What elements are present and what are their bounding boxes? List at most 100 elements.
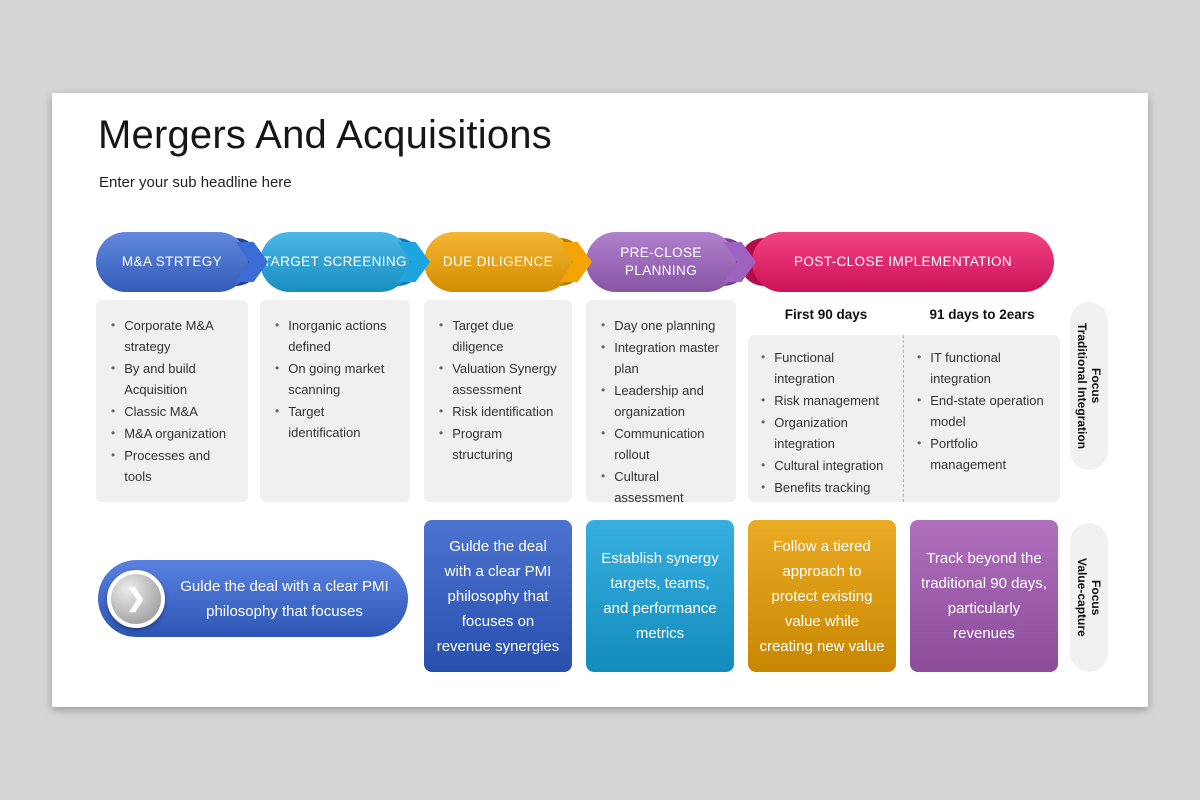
stage3-bullet-list: •Target due diligence •Valuation Synergy…: [439, 315, 562, 465]
bullet-icon: •: [917, 436, 922, 450]
bullet-item: • Classic M&A: [111, 401, 238, 422]
bullet-item: • Leadership and organization: [601, 380, 726, 422]
page-subtitle: Enter your sub headline here: [99, 174, 292, 191]
stage2-bullet-list: • Inorganic actions defined • On going mar…: [275, 315, 400, 443]
page-title: Mergers And Acquisitions: [98, 113, 552, 157]
bullet-text: IT functional integration: [930, 350, 1001, 386]
bullet-icon: •: [275, 318, 280, 332]
phase2-bullet-list: •IT functional integration •End-state op…: [917, 347, 1054, 475]
bullet-text: Organization integration: [774, 415, 848, 451]
phase2-title: 91 days to 2ears: [929, 307, 1035, 322]
stage4-detail-box: •Day one planning •Integration master pl…: [586, 300, 736, 505]
bullet-item: •Day one planning: [601, 315, 726, 336]
pmi-callout-pill: ❯ Gulde the deal with a clear PMI philos…: [98, 560, 408, 637]
bullet-icon: •: [761, 480, 766, 494]
bullet-item: • Communication rollout: [601, 423, 726, 465]
bullet-item: • Inorganic actions defined: [275, 315, 400, 357]
bullet-text: Communication rollout: [614, 426, 705, 462]
bullet-text: Functional integration: [774, 350, 835, 386]
bullet-item: • Risk identification: [439, 401, 562, 422]
value-box-track-beyond: Track beyond the traditional 90 days, pa…: [910, 520, 1058, 672]
bullet-item: •IT functional integration: [917, 347, 1054, 389]
stage3-header-label: DUE DILIGENCE: [442, 253, 554, 269]
bullet-icon: •: [761, 393, 766, 407]
stage5-detail-box: • Functional integration • Risk management…: [748, 335, 1060, 502]
bullet-text: Risk identification: [452, 404, 554, 419]
stage1-header-label: M&A STRTEGY: [121, 253, 223, 269]
phase1-bullet-list: • Functional integration • Risk management…: [761, 347, 897, 498]
value-box-text: Track beyond the traditional 90 days, pa…: [921, 550, 1047, 642]
bullet-icon: •: [439, 404, 444, 418]
bullet-text: Corporate M&A strategy: [124, 318, 214, 354]
bullet-item: •Cultural integration: [761, 455, 897, 476]
bullet-item: •M&A organization: [111, 423, 238, 444]
bullet-icon: •: [111, 448, 116, 462]
bullet-text: Leadership and organization: [614, 383, 704, 419]
bullet-text: Classic M&A: [124, 404, 198, 419]
bullet-item: •Target due diligence: [439, 315, 562, 357]
side-label-text: Traditional Integration Focus: [1075, 323, 1103, 449]
phase2-column: •IT functional integration •End-state op…: [904, 335, 1060, 502]
bullet-icon: •: [439, 361, 444, 375]
bullet-icon: •: [601, 426, 606, 440]
bullet-icon: •: [275, 404, 280, 418]
bullet-icon: •: [761, 350, 766, 364]
side-label-traditional-integration: Traditional Integration Focus: [1070, 302, 1108, 470]
bullet-text: Target identification: [288, 404, 361, 440]
bullet-text: Risk management: [774, 393, 879, 408]
value-box-pmi-philosophy: Gulde the deal with a clear PMI philosop…: [424, 520, 572, 672]
post-close-phase-headers: First 90 days 91 days to 2ears: [748, 307, 1060, 331]
stage3-detail-box: •Target due diligence •Valuation Synergy…: [424, 300, 572, 502]
bullet-icon: •: [917, 393, 922, 407]
bullet-item: • End-state operation model: [917, 390, 1054, 432]
value-box-text: Follow a tiered approach to protect exis…: [759, 537, 885, 655]
bullet-icon: •: [439, 426, 444, 440]
bullet-icon: •: [111, 361, 116, 375]
bullet-item: • Portfolio management: [917, 433, 1054, 475]
bullet-text: Inorganic actions defined: [288, 318, 387, 354]
stage4-header-label: PRE-CLOSE PLANNING: [620, 244, 702, 278]
chevron-right-icon: ❯: [107, 569, 165, 628]
bullet-icon: •: [601, 340, 606, 354]
bullet-item: •Cultural assessment: [601, 466, 726, 508]
bullet-item: • Integration master plan: [601, 337, 726, 379]
bullet-item: • On going market scanning: [275, 358, 400, 400]
side-label-line: Traditional Integration: [1075, 322, 1089, 449]
side-label-text: Value-capture Focus: [1075, 558, 1103, 637]
stage1-detail-box: • Corporate M&A strategy • By and build Ac…: [96, 300, 248, 502]
stage5-header-pill: POST-CLOSE IMPLEMENTATION: [752, 232, 1054, 292]
value-box-tiered-approach: Follow a tiered approach to protect exis…: [748, 520, 896, 672]
side-label-line: Value-capture: [1075, 558, 1089, 637]
stage4-header-pill: PRE-CLOSE PLANNING: [586, 232, 736, 292]
stage3-header-pill: DUE DILIGENCE: [424, 232, 572, 292]
bullet-icon: •: [761, 415, 766, 429]
stage2-header-label: TARGET SCREENING: [263, 253, 407, 269]
bullet-item: • Organization integration: [761, 412, 897, 454]
bullet-text: Program structuring: [452, 426, 513, 462]
side-label-value-capture: Value-capture Focus: [1070, 523, 1108, 672]
slide: Mergers And Acquisitions Enter your sub …: [52, 93, 1148, 707]
bullet-icon: •: [111, 318, 116, 332]
stage2-detail-box: • Inorganic actions defined • On going mar…: [260, 300, 410, 502]
bullet-icon: •: [111, 404, 116, 418]
bullet-text: Day one planning: [614, 318, 716, 333]
bullet-item: • Benefits tracking: [761, 477, 897, 498]
stage1-bullet-list: • Corporate M&A strategy • By and build Ac…: [111, 315, 238, 487]
phase1-column: • Functional integration • Risk management…: [748, 335, 904, 502]
bullet-icon: •: [275, 361, 280, 375]
bullet-text: Cultural integration: [774, 458, 884, 473]
callout-text: Gulde the deal with a clear PMI philosop…: [180, 577, 389, 620]
side-label-line: Focus: [1089, 579, 1103, 616]
bullet-text: Integration master plan: [614, 340, 719, 376]
value-box-text: Gulde the deal with a clear PMI philosop…: [436, 537, 560, 655]
bullet-item: • Program structuring: [439, 423, 562, 465]
bullet-text: By and build Acquisition: [124, 361, 196, 397]
phase1-title: First 90 days: [784, 307, 868, 322]
bullet-icon: •: [601, 383, 606, 397]
bullet-item: • Functional integration: [761, 347, 897, 389]
bullet-text: Portfolio management: [930, 436, 1007, 472]
bullet-text: End-state operation model: [930, 393, 1044, 429]
bullet-text: Benefits tracking: [774, 480, 871, 495]
bullet-text: On going market scanning: [288, 361, 385, 397]
bullet-text: M&A organization: [124, 426, 227, 441]
